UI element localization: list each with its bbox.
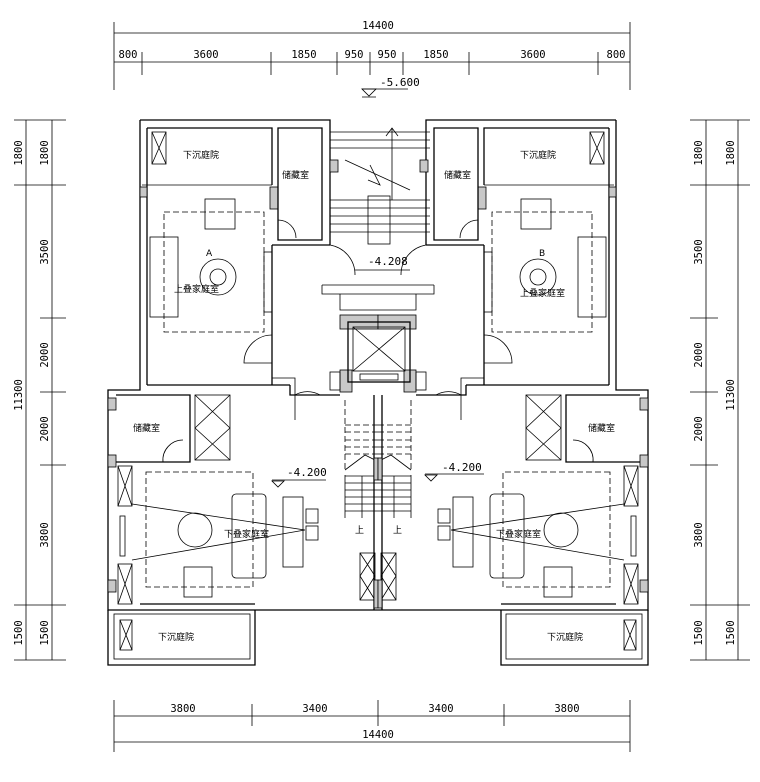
central-stair xyxy=(329,127,430,245)
elevation-marker-right: -4.200 xyxy=(424,461,484,482)
dim-label: 11300 xyxy=(725,379,737,411)
dim-label: 3800 xyxy=(693,522,705,547)
dim-label: 3400 xyxy=(428,703,453,715)
elevation-marker-landing: -4.208 xyxy=(355,255,410,271)
dim-label: 3800 xyxy=(39,522,51,547)
dim-label: 3800 xyxy=(170,703,195,715)
elevation-label: -4.200 xyxy=(287,466,327,479)
dim-label: 3800 xyxy=(554,703,579,715)
room-label: 储藏室 xyxy=(588,422,615,434)
room-label: 储藏室 xyxy=(444,169,471,181)
dim-label: 1800 xyxy=(693,140,705,165)
dim-label: 3400 xyxy=(302,703,327,715)
room-label: 下沉庭院 xyxy=(183,149,219,161)
room-label: 下沉庭院 xyxy=(158,631,194,643)
dim-total-bottom: 14400 xyxy=(362,729,394,741)
stair-up-label: 上 xyxy=(393,525,402,536)
elevation-label: -4.208 xyxy=(368,255,408,268)
room-label: 下叠家庭室 xyxy=(496,528,541,540)
dim-label: 3600 xyxy=(193,49,218,61)
dim-label: 11300 xyxy=(13,379,25,411)
dim-label: 2000 xyxy=(693,416,705,441)
dim-label: 1800 xyxy=(725,140,737,165)
dim-label: 1800 xyxy=(13,140,25,165)
room-label: 下沉庭院 xyxy=(547,631,583,643)
building-right-half xyxy=(377,119,649,666)
stair-up-label: 上 xyxy=(355,525,364,536)
elevation-marker-entrance: -5.600 xyxy=(361,76,420,98)
dim-label: 3500 xyxy=(693,239,705,264)
dim-label: 2000 xyxy=(39,416,51,441)
dim-label: 3500 xyxy=(39,239,51,264)
dim-label: 1850 xyxy=(291,49,316,61)
unit-label: A xyxy=(206,249,213,259)
dim-label: 950 xyxy=(345,49,364,61)
dim-label: 2000 xyxy=(693,342,705,367)
bottom-dimension-chain: 3800 3400 3400 3800 14400 xyxy=(113,700,631,752)
dim-label: 950 xyxy=(378,49,397,61)
dim-label: 3600 xyxy=(520,49,545,61)
unit-label: B xyxy=(539,249,545,259)
room-label: 下沉庭院 xyxy=(520,149,556,161)
dim-label: 800 xyxy=(119,49,138,61)
building-left-half xyxy=(107,119,379,666)
elevation-label: -4.200 xyxy=(442,461,482,474)
dim-label: 1500 xyxy=(725,620,737,645)
dim-label: 1800 xyxy=(39,140,51,165)
dim-label: 1500 xyxy=(693,620,705,645)
dim-label: 2000 xyxy=(39,342,51,367)
top-dimension-chain: 14400 800 3600 1850 950 950 1850 3600 80… xyxy=(113,20,631,90)
elevation-label: -5.600 xyxy=(380,76,420,89)
elevation-marker-left: -4.200 xyxy=(271,466,327,488)
dim-label: 800 xyxy=(607,49,626,61)
dim-label: 1850 xyxy=(423,49,448,61)
room-label: 储藏室 xyxy=(282,169,309,181)
room-label: 上叠家庭室 xyxy=(174,283,219,295)
dim-label: 1500 xyxy=(13,620,25,645)
right-dimension-chain: 1800 3500 2000 2000 3800 1500 1800 11300… xyxy=(690,119,750,661)
dim-total-top: 14400 xyxy=(362,20,394,32)
room-label: 储藏室 xyxy=(133,422,160,434)
room-label: 上叠家庭室 xyxy=(520,287,565,299)
elevator xyxy=(347,321,411,383)
room-label: 下叠家庭室 xyxy=(224,528,269,540)
left-dimension-chain: 1800 11300 1500 1800 3500 2000 2000 3800… xyxy=(13,119,66,661)
dim-label: 1500 xyxy=(39,620,51,645)
